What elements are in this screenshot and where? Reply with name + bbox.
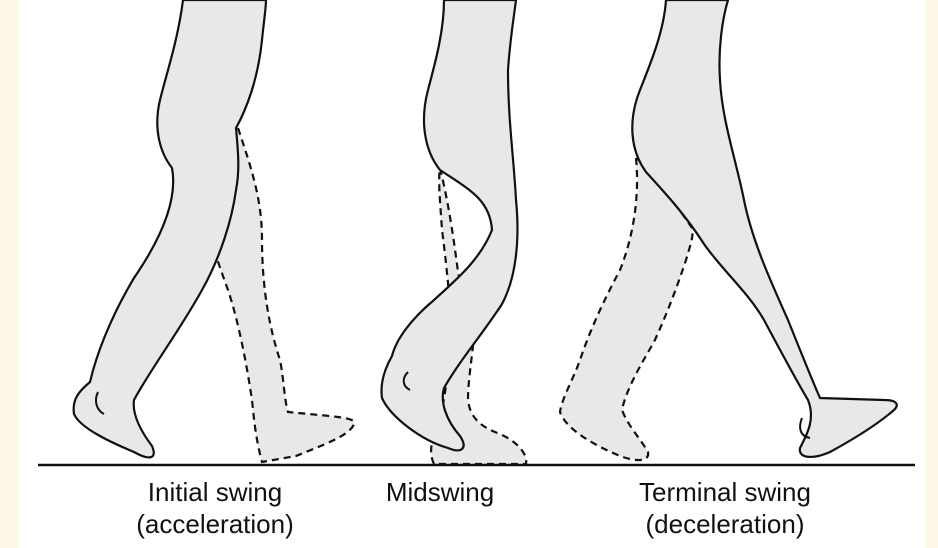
caption-midswing: Midswing — [360, 476, 520, 508]
caption-initial-swing: Initial swing (acceleration) — [85, 476, 345, 540]
midswing-figure — [381, 0, 526, 464]
initial-swing-figure — [74, 0, 355, 462]
caption-midswing-line1: Midswing — [360, 476, 520, 508]
caption-terminal-swing: Terminal swing (deceleration) — [580, 476, 870, 540]
caption-terminal-swing-line2: (deceleration) — [580, 508, 870, 540]
caption-terminal-swing-line1: Terminal swing — [580, 476, 870, 508]
caption-initial-swing-line1: Initial swing — [85, 476, 345, 508]
caption-initial-swing-line2: (acceleration) — [85, 508, 345, 540]
terminal-swing-figure — [560, 0, 897, 460]
